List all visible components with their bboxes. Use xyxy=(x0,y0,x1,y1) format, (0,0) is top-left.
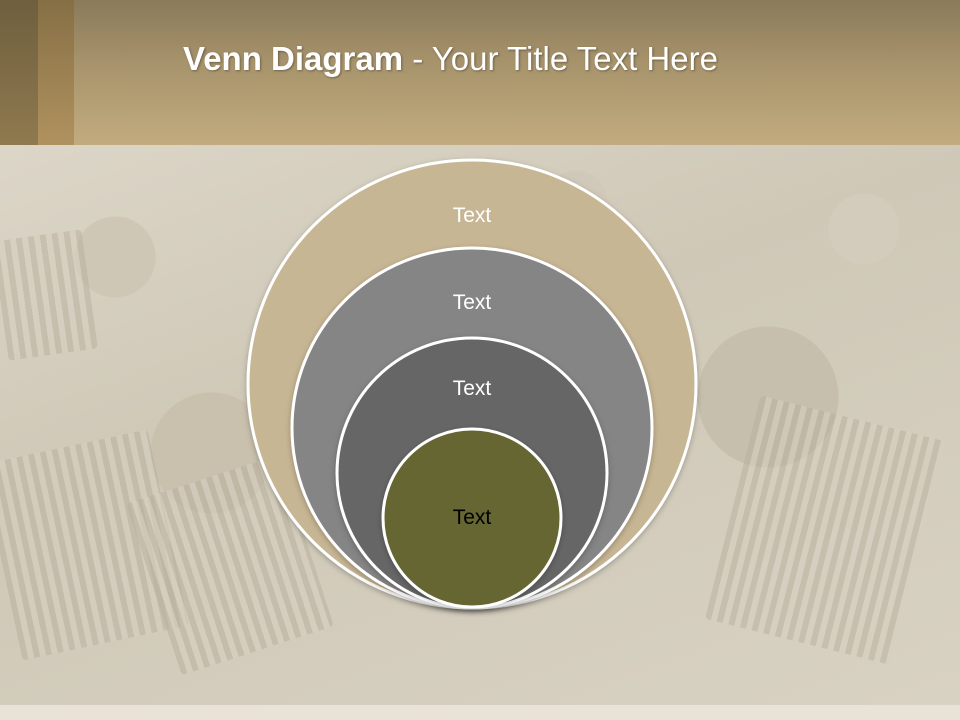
banner-accent-strip-light xyxy=(38,0,74,145)
venn-label-outer[interactable]: Text xyxy=(452,204,492,227)
title-banner: Venn Diagram - Your Title Text Here xyxy=(0,0,960,145)
title-bold: Venn Diagram xyxy=(183,40,404,77)
footer-band xyxy=(0,705,960,720)
venn-label-second[interactable]: Text xyxy=(452,291,492,314)
venn-label-inner[interactable]: Text xyxy=(452,506,492,529)
banner-accent-strip xyxy=(0,0,38,145)
slide-title[interactable]: Venn Diagram - Your Title Text Here xyxy=(183,40,923,78)
title-rest: - Your Title Text Here xyxy=(403,40,718,77)
venn-label-third[interactable]: Text xyxy=(452,377,492,400)
venn-circle-inner[interactable] xyxy=(381,427,563,609)
